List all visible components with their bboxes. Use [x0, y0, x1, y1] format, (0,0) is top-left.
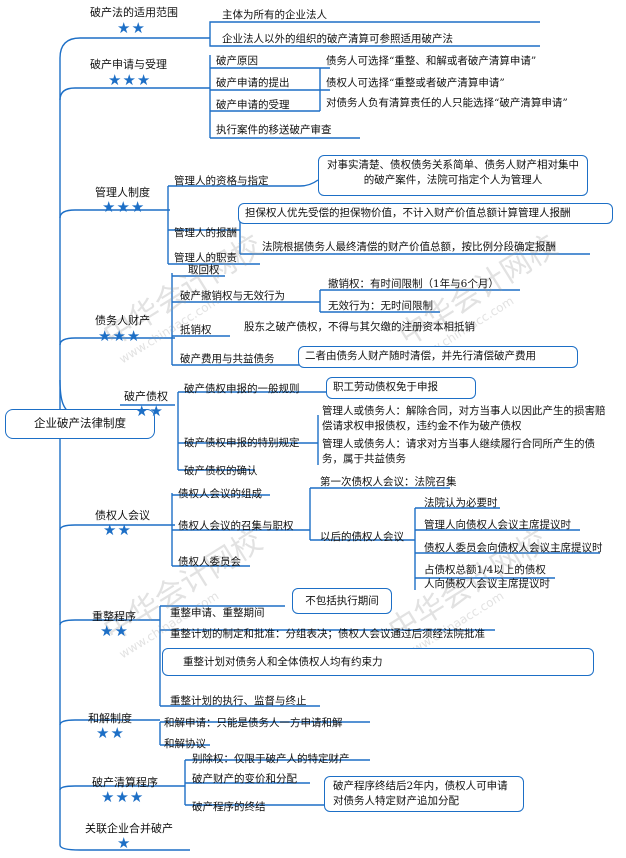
node-label: 破产申请的提出	[216, 77, 290, 89]
note-box: 不包括执行期间	[292, 588, 392, 614]
star-rating: ★★★	[98, 327, 142, 345]
node-label: 破产债权申报的一般规则	[184, 383, 300, 395]
node-label: 取回权	[188, 264, 220, 276]
node-label: 管理人的职责	[174, 252, 237, 264]
node-label: 破产原因	[216, 55, 258, 67]
topic-title: 债权人会议	[95, 509, 150, 522]
leaf-text: 主体为所有的企业法人	[222, 9, 327, 21]
leaf-text: 管理人向债权人会议主席提议时	[424, 519, 571, 531]
node-label: 重整申请、重整期间	[170, 607, 265, 619]
node-label: 和解申请：只能是债务人一方申请和解	[164, 717, 343, 729]
leaf-text: 撤销权：有时间限制（1年与6个月）	[328, 278, 499, 290]
topic-title: 破产清算程序	[92, 776, 158, 789]
topic-title: 管理人制度	[95, 186, 150, 199]
node-label: 破产撤销权与无效行为	[180, 290, 285, 302]
node-label: 重整计划的制定和批准：分组表决；债权人会议通过后须经法院批准	[170, 628, 485, 640]
star-rating: ★★★	[108, 71, 152, 89]
node-label: 别除权：仅限于破产人的特定财产	[192, 753, 350, 765]
note-box: 重整计划对债务人和全体债权人均有约束力	[162, 648, 594, 676]
node-label: 债权人会议的组成	[178, 488, 262, 500]
note-box: 职工劳动债权免于申报	[326, 377, 476, 399]
leaf-text: 管理人或债务人：解除合同，对方当事人以因此产生的损害赔偿请求权申报债权，违约金不…	[322, 405, 606, 432]
note-box: 二者由债务人财产随时清偿，并先行清偿破产费用	[298, 346, 578, 368]
topic-title: 和解制度	[88, 712, 132, 725]
node-label: 债权人会议的召集与职权	[178, 520, 294, 532]
leaf-text: 法院根据债务人最终清偿的财产价值总额，按比例分段确定报酬	[262, 241, 556, 253]
node-label: 债权人委员会	[178, 556, 241, 568]
star-rating: ★	[117, 834, 132, 852]
star-rating: ★★	[103, 521, 132, 539]
topic-title: 破产法的适用范围	[90, 6, 178, 19]
node-label: 破产程序的终结	[192, 801, 266, 813]
leaf-text: 债务人可选择“重整、和解或者破产清算申请”	[326, 55, 537, 67]
leaf-text: 法院认为必要时	[424, 497, 498, 509]
note-box: 对事实清楚、债权债务关系简单、债务人财产相对集中的破产案件，法院可指定个人为管理…	[318, 155, 588, 196]
leaf-text: 债权人委员会向债权人会议主席提议时	[424, 542, 603, 554]
star-rating: ★★★	[102, 198, 146, 216]
topic-title: 破产债权	[124, 390, 168, 403]
note-box: 破产程序终结后2年内，债权人可申请对债务人特定财产追加分配	[324, 776, 524, 812]
node-label: 破产债权的确认	[184, 465, 258, 477]
star-rating: ★★	[117, 19, 146, 37]
topic-title: 破产申请与受理	[90, 58, 167, 71]
node-label: 和解协议	[164, 738, 206, 750]
root-node: 企业破产法律制度	[5, 409, 155, 439]
node-label: 重整计划的执行、监督与终止	[170, 695, 307, 707]
node-label: 抵销权	[180, 324, 212, 336]
leaf-text: 对债务人负有清算责任的人只能选择“破产清算申请”	[326, 97, 568, 109]
node-label: 破产费用与共益债务	[180, 353, 275, 365]
node-label: 破产申请的受理	[216, 99, 290, 111]
leaf-text: 第一次债权人会议：法院召集	[320, 476, 457, 488]
node-label: 管理人的报酬	[174, 227, 237, 239]
leaf-text: 无效行为：无时间限制	[328, 300, 433, 312]
topic-title: 债务人财产	[95, 314, 150, 327]
star-rating: ★★★	[101, 788, 145, 806]
node-label: 执行案件的移送破产审查	[216, 124, 332, 136]
leaf-text: 股东之破产债权，不得与其欠缴的注册资本相抵销	[244, 321, 475, 333]
topic-title: 重整程序	[92, 610, 136, 623]
leaf-text: 占债权总额1/4以上的债权人向债权人会议主席提议时	[424, 564, 550, 590]
topic-title: 关联企业合并破产	[85, 822, 173, 835]
star-rating: ★★	[100, 622, 129, 640]
leaf-text: 管理人或债务人：请求对方当事人继续履行合同所产生的债务，属于共益债务	[322, 438, 595, 465]
leaf-text: 企业法人以外的组织的破产清算可参照适用破产法	[222, 33, 453, 45]
node-label: 破产财产的变价和分配	[192, 773, 297, 785]
note-box: 担保权人优先受偿的担保物价值，不计入财产价值总额计算管理人报酬	[238, 203, 613, 224]
star-rating: ★★	[96, 724, 125, 742]
node-label: 管理人的资格与指定	[174, 175, 269, 187]
leaf-text: 以后的债权人会议	[320, 531, 404, 543]
star-rating: ★★	[135, 402, 164, 420]
node-label: 破产债权申报的特别规定	[184, 437, 300, 449]
leaf-text: 债权人可选择“重整或者破产清算申请”	[326, 77, 505, 89]
